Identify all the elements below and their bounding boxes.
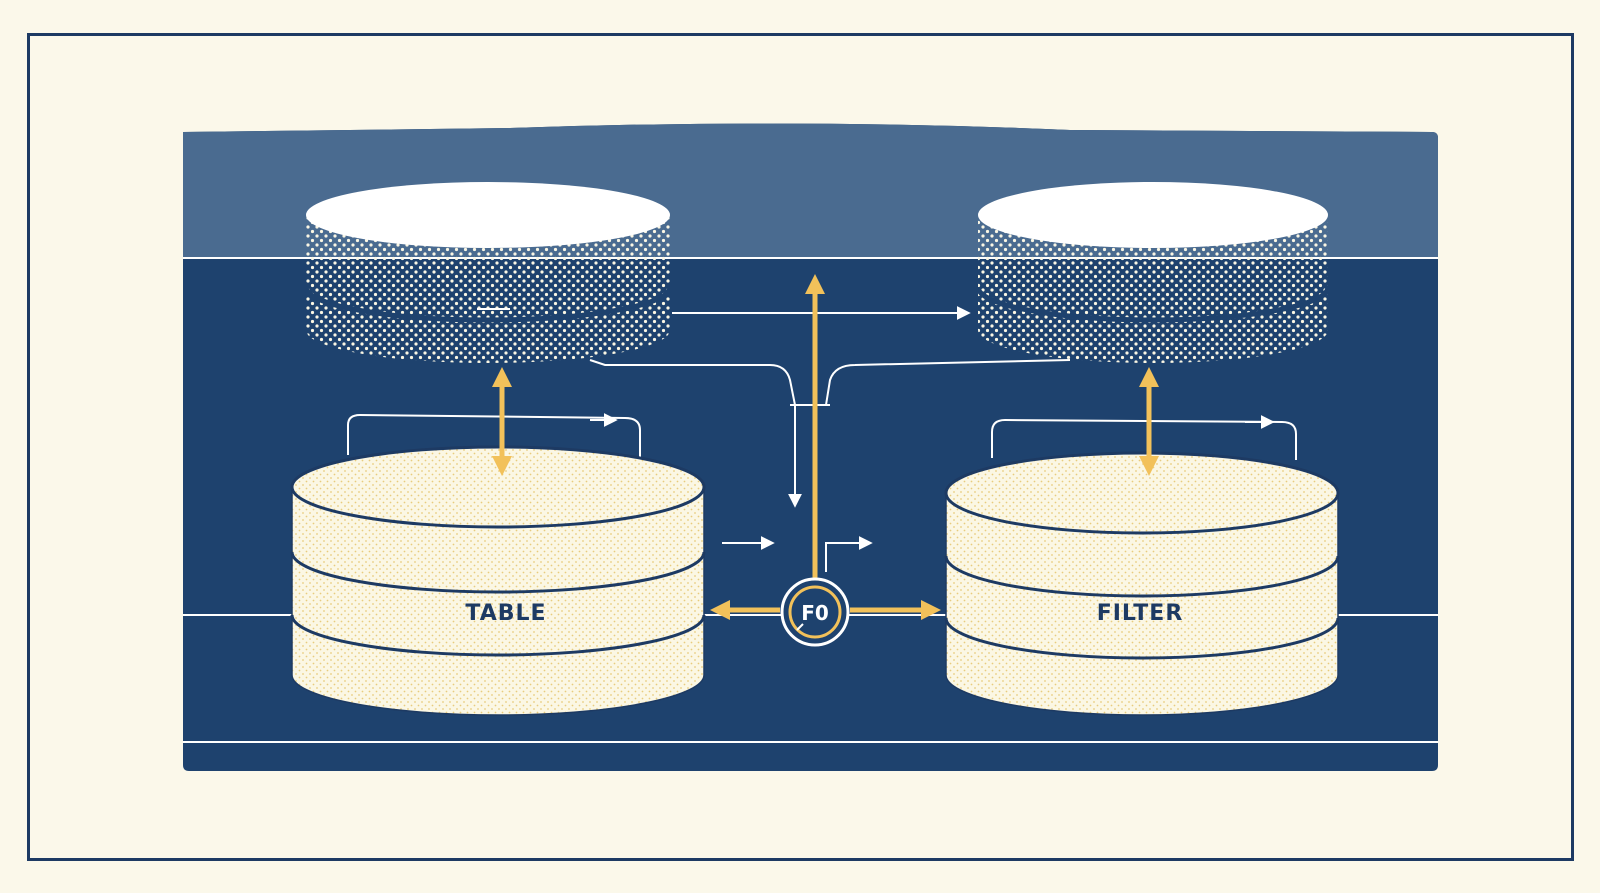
table-store-cylinder bbox=[290, 445, 706, 716]
filter-store-label: FILTER bbox=[1097, 601, 1184, 626]
white-connectors bbox=[477, 306, 1071, 572]
gold-flow-arrows bbox=[492, 274, 1159, 620]
center-processor-node: F0 bbox=[780, 577, 850, 647]
center-node-label: F0 bbox=[801, 601, 829, 625]
top-right-cache-cylinder bbox=[975, 182, 1331, 363]
top-left-cache-cylinder bbox=[303, 182, 673, 363]
table-store-label: TABLE bbox=[465, 601, 546, 626]
filter-store-cylinder bbox=[944, 451, 1340, 716]
